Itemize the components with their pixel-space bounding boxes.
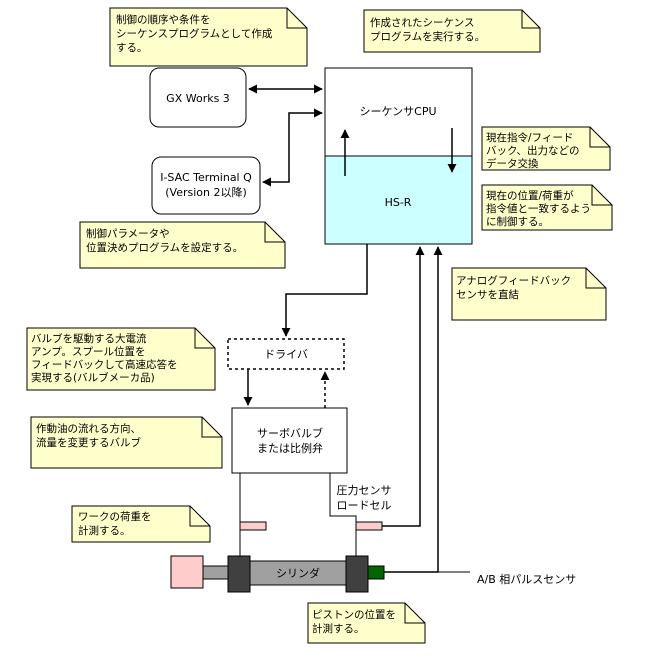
cylinder-label: シリンダ xyxy=(276,566,320,580)
note-sequence-program-line: 制御の順序や条件を xyxy=(116,13,211,26)
note-piston-measure: ピストンの位置を 計測する。 xyxy=(307,602,426,644)
note-load-measure: ワークの荷重を 計測する。 xyxy=(71,505,211,543)
note-sequence-program: 制御の順序や条件を シーケンスプログラムとして作成 する。 xyxy=(109,7,308,67)
link-terminal-cpu xyxy=(262,108,323,187)
hsr-label: HS-R xyxy=(385,196,412,209)
terminal-label: I-SAC Terminal Q xyxy=(160,171,252,184)
note-valve-function: 作動油の流れる方向、 流量を変更するバルブ xyxy=(30,416,223,469)
cylinder-body xyxy=(249,560,347,586)
piston-rod xyxy=(202,565,229,580)
note-amplifier-line: 実現する(バルブメーカ品) xyxy=(31,371,155,384)
cpu-label: シーケンサCPU xyxy=(359,105,436,118)
workpiece-load xyxy=(170,555,204,589)
note-data-exchange-line: 現在指令/フィード xyxy=(486,131,573,144)
pressure-sensor-label: 圧力センサ xyxy=(337,484,392,497)
note-piston-measure-line: ピストンの位置を xyxy=(312,608,396,621)
note-amplifier-line: フィードバックして高速応答を xyxy=(31,358,177,371)
cylinder-assembly: シリンダ xyxy=(170,555,385,593)
note-execute-program-line: 作成されたシーケンス xyxy=(370,17,474,29)
note-control-match-line: 現在の位置/荷重が xyxy=(486,189,574,202)
driver-label: ドライバ xyxy=(264,348,308,361)
pressure-sensor-label: ロードセル xyxy=(337,499,392,512)
link-hsr-driver xyxy=(281,244,368,337)
cylinder-end-cap-right xyxy=(345,555,369,593)
note-control-match: 現在の位置/荷重が 指令値と一致するよう に制御する。 xyxy=(481,184,613,231)
note-param-setting: 制御パラメータや 位置決めプログラムを設定する。 xyxy=(79,221,286,269)
servo-valve-box: サーボバルブ または比例弁 xyxy=(231,407,348,474)
note-control-match-line: 指令値と一致するよう xyxy=(486,202,591,215)
terminal-label: (Version 2以降) xyxy=(165,185,247,199)
note-sequence-program-line: する。 xyxy=(116,42,148,54)
note-amplifier: バルブを駆動する大電流 アンプ。スプール位置を フィードバックして高速応答を 実… xyxy=(26,327,216,391)
note-piston-measure-line: 計測する。 xyxy=(312,622,365,635)
note-load-measure-line: ワークの荷重を xyxy=(78,510,152,523)
pulse-sensor-label: A/B 相パルスセンサ xyxy=(477,573,576,586)
note-execute-program-line: プログラムを実行する。 xyxy=(370,30,485,43)
note-data-exchange: 現在指令/フィード バック、出力などの データ交換 xyxy=(481,126,611,171)
feedback-pressure-line xyxy=(382,246,425,527)
note-analog-feedback-line: アナログフィードバック xyxy=(456,274,571,287)
note-sequence-program-line: シーケンスプログラムとして作成 xyxy=(116,27,273,40)
hydraulic-line-right xyxy=(329,473,357,556)
pressure-sensor-left xyxy=(239,521,267,531)
note-data-exchange-line: データ交換 xyxy=(486,157,539,170)
note-amplifier-line: アンプ。スプール位置を xyxy=(31,345,145,358)
cpu-box: シーケンサCPU HS-R xyxy=(324,67,473,245)
note-load-measure-line: 計測する。 xyxy=(78,524,131,537)
servo-valve-label: サーボバルブ xyxy=(257,426,323,440)
terminal-box: I-SAC Terminal Q (Version 2以降) xyxy=(151,156,261,215)
servo-valve-label: または比例弁 xyxy=(257,441,323,455)
gx-works-label: GX Works 3 xyxy=(166,92,230,105)
note-param-setting-line: 位置決めプログラムを設定する。 xyxy=(86,241,243,254)
pulse-sensor xyxy=(367,565,385,580)
note-valve-function-line: 流量を変更するバルブ xyxy=(36,436,141,449)
cylinder-end-cap-left xyxy=(227,555,251,593)
note-param-setting-line: 制御パラメータや xyxy=(86,227,170,240)
note-execute-program: 作成されたシーケンス プログラムを実行する。 xyxy=(363,9,541,53)
note-valve-function-line: 作動油の流れる方向、 xyxy=(36,422,141,435)
note-amplifier-line: バルブを駆動する大電流 xyxy=(31,332,147,345)
pressure-sensor-right xyxy=(355,521,383,531)
note-analog-feedback: アナログフィードバック センサを直結 xyxy=(451,267,607,321)
note-control-match-line: に制御する。 xyxy=(486,215,549,228)
driver-box: ドライバ xyxy=(227,338,345,370)
feedback-pulse-line xyxy=(384,246,443,573)
gx-works-box: GX Works 3 xyxy=(149,67,247,128)
note-data-exchange-line: バック、出力などの xyxy=(486,144,580,157)
note-analog-feedback-line: センサを直結 xyxy=(456,288,519,301)
